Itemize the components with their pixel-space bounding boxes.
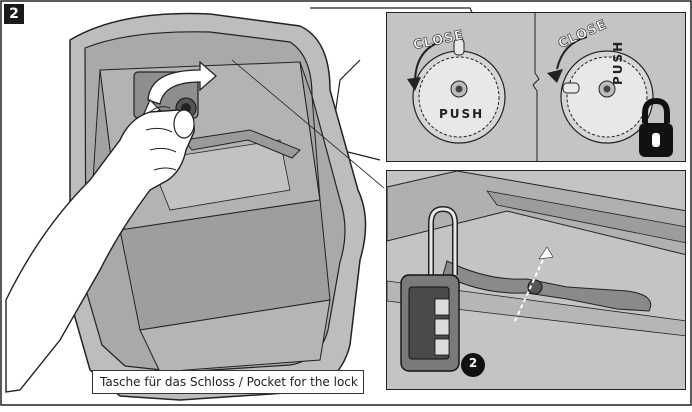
pocket-caption: Tasche für das Schloss / Pocket for the … xyxy=(92,370,364,394)
dial-left xyxy=(407,38,506,144)
padlock-detail-panel: 2 xyxy=(386,170,686,390)
step-number-badge: 2 xyxy=(4,4,24,24)
dial-detail-art xyxy=(387,13,685,161)
rotate-arrow-icon xyxy=(147,60,217,105)
steel-cable xyxy=(442,260,652,312)
dial-detail-panel: CLOSE PUSH CLOSE PUSH xyxy=(386,12,686,162)
dial-right xyxy=(547,36,654,144)
right-push-label: PUSH xyxy=(611,39,625,85)
padlock-detail-art xyxy=(387,171,685,389)
leader-line xyxy=(231,59,385,189)
locked-padlock-icon xyxy=(639,97,673,157)
combination-padlock xyxy=(400,205,460,372)
callout-circle xyxy=(461,353,485,377)
left-push-label: PUSH xyxy=(439,107,485,121)
callout-number: 2 xyxy=(468,356,478,370)
